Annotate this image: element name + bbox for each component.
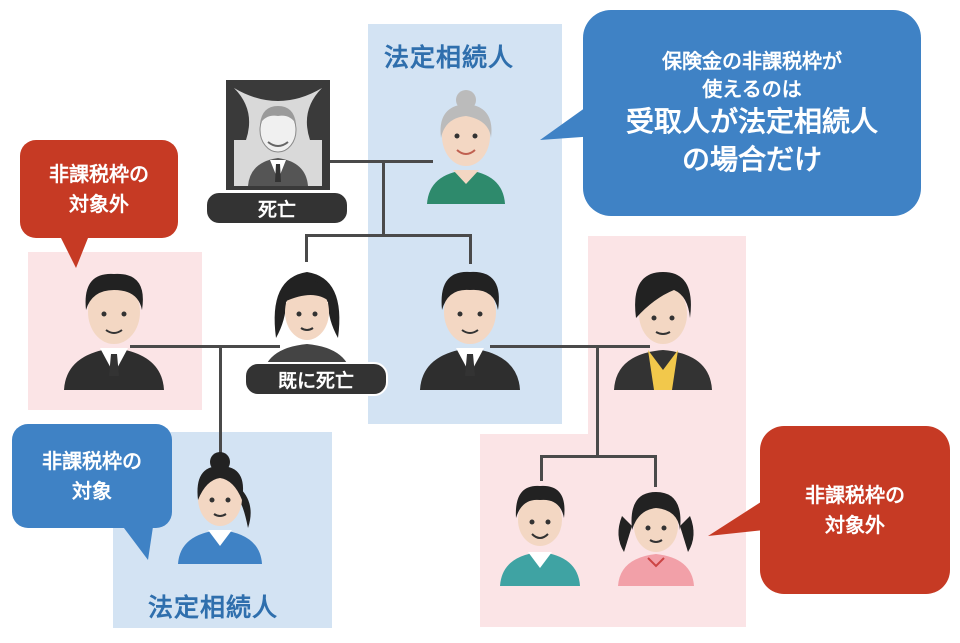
bubble-top-right-line4: の場合だけ bbox=[681, 143, 822, 176]
granddaughter-icon bbox=[618, 492, 694, 586]
bubble-left-bottom-line1: 非課税枠の bbox=[42, 449, 142, 473]
daughter-in-law-icon bbox=[614, 272, 712, 390]
deceased-grandfather-portrait-icon bbox=[226, 80, 330, 190]
bubble-right-bottom-line1: 非課税枠の bbox=[805, 483, 905, 507]
line-spouse-top bbox=[328, 160, 433, 163]
line-children-bar bbox=[305, 234, 471, 237]
heir-title-top: 法定相続人 bbox=[384, 43, 515, 72]
deceased-label: 死亡 bbox=[205, 191, 349, 225]
heir-title-bottom: 法定相続人 bbox=[148, 593, 279, 622]
line-grandchildren-stem bbox=[596, 345, 599, 457]
bubble-tail-left-bottom bbox=[118, 520, 154, 560]
bubble-tail-right-bottom bbox=[708, 500, 764, 536]
bubble-right-bottom-line2: 対象外 bbox=[825, 513, 885, 537]
line-grandchildren-bar bbox=[540, 455, 656, 458]
bubble-left-top-line2: 対象外 bbox=[69, 192, 129, 216]
already-deceased-label: 既に死亡 bbox=[244, 362, 388, 396]
line-grandson bbox=[540, 455, 543, 481]
bubble-top-right-line1: 保険金の非課税枠が bbox=[662, 49, 842, 73]
bubble-left-bottom: 非課税枠の 対象 bbox=[12, 424, 172, 528]
line-granddaughter bbox=[654, 455, 657, 487]
line-children-stem bbox=[382, 160, 385, 236]
bubble-left-top-line1: 非課税枠の bbox=[49, 162, 149, 186]
bubble-top-right-line3: 受取人が法定相続人 bbox=[625, 105, 878, 138]
son-icon bbox=[420, 271, 520, 390]
bubble-tail-top-right bbox=[540, 100, 596, 140]
line-child-daughter bbox=[305, 234, 308, 262]
line-spouse-left bbox=[130, 345, 280, 348]
grandchild-icon bbox=[178, 452, 262, 564]
line-child-son bbox=[469, 234, 472, 264]
bubble-right-bottom: 非課税枠の 対象外 bbox=[760, 426, 950, 594]
bubble-top-right-line2: 使えるのは bbox=[702, 77, 802, 101]
grandson-icon bbox=[500, 485, 580, 586]
bubble-top-right: 保険金の非課税枠が 使えるのは 受取人が法定相続人 の場合だけ bbox=[583, 10, 921, 216]
bubble-tail-left-top bbox=[56, 228, 92, 268]
bubble-left-top: 非課税枠の 対象外 bbox=[20, 140, 178, 238]
bubble-left-bottom-line2: 対象 bbox=[72, 479, 112, 503]
line-grandchild-stem bbox=[219, 345, 222, 460]
grandmother-icon bbox=[427, 90, 505, 204]
line-spouse-right bbox=[490, 345, 650, 348]
son-in-law-icon bbox=[64, 273, 164, 390]
